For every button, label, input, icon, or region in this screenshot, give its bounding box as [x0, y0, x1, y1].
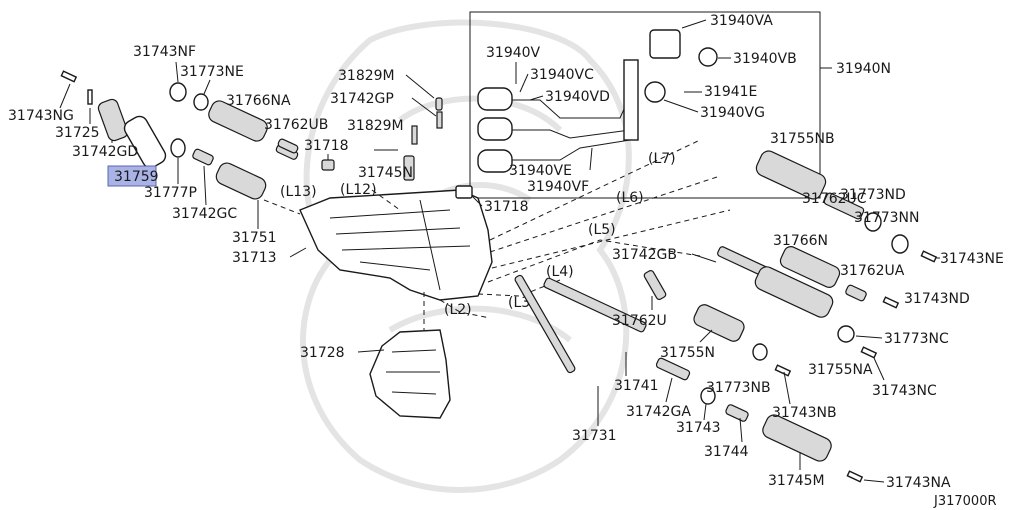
label-31773NN: 31773NN [854, 210, 919, 226]
label-31940VA: 31940VA [710, 13, 773, 29]
leader-31744 [739, 417, 743, 443]
label-31718-right: 31718 [484, 199, 529, 215]
label-31940VC: 31940VC [530, 67, 594, 83]
label-31762UC: 31762UC [802, 191, 867, 207]
label-31773ND: 31773ND [840, 187, 906, 203]
leader-31940VA [681, 19, 707, 29]
label-31766NA: 31766NA [226, 93, 291, 109]
label-31743: 31743 [676, 420, 721, 436]
leader-31743 [703, 403, 707, 421]
label-31773NB: 31773NB [706, 380, 771, 396]
leader-31713 [289, 247, 307, 258]
label-31728: 31728 [300, 345, 345, 361]
location-L4: (L4) [546, 264, 574, 280]
label-31940VB: 31940VB [733, 51, 797, 67]
label-31940N: 31940N [836, 61, 891, 77]
label-31743NA: 31743NA [886, 475, 951, 491]
leader-31742GC [203, 165, 207, 206]
label-31742GC: 31742GC [172, 206, 237, 222]
label-31940VF: 31940VF [527, 179, 589, 195]
location-L7: (L7) [648, 151, 676, 167]
right-parts [514, 150, 938, 483]
label-31755N: 31755N [660, 345, 715, 361]
separator-plate-holes [386, 349, 440, 395]
leader-31742GA [665, 377, 673, 403]
highlight-31759[interactable] [107, 165, 157, 187]
label-31742GA: 31742GA [626, 404, 691, 420]
label-31829M-mid: 31829M [347, 118, 404, 134]
label-31762UB: 31762UB [264, 117, 328, 133]
location-L13: (L13) [280, 184, 317, 200]
valve-body-passages [329, 199, 471, 291]
leader-31829M-top [405, 74, 435, 99]
leader-31773NE [203, 79, 211, 95]
label-31743NF: 31743NF [133, 44, 196, 60]
leader-31728 [357, 349, 385, 353]
label-31766N: 31766N [773, 233, 828, 249]
label-31741: 31741 [614, 378, 659, 394]
label-31777P: 31777P [144, 185, 197, 201]
label-31940VE: 31940VE [509, 163, 572, 179]
label-31713: 31713 [232, 250, 277, 266]
label-31743NC: 31743NC [872, 383, 937, 399]
label-31940VD: 31940VD [545, 89, 610, 105]
leader-31940VC [519, 73, 529, 93]
leader-31742GB [691, 253, 717, 263]
location-L6: (L6) [616, 190, 644, 206]
label-31742GP: 31742GP [330, 91, 394, 107]
label-31743NG: 31743NG [8, 108, 74, 124]
location-L5: (L5) [588, 222, 616, 238]
label-31745N: 31745N [358, 165, 413, 181]
label-31762UA: 31762UA [840, 263, 905, 279]
control-valve-body [299, 189, 493, 301]
leader-31743NC [873, 357, 885, 381]
solenoid-assembly-box [469, 11, 821, 199]
leader-31743NG [59, 83, 71, 109]
leader-31940VG [663, 99, 699, 113]
left-parts [60, 70, 299, 200]
leader-31742GP [411, 97, 437, 117]
location-dashes [263, 139, 731, 319]
solenoid-31940V-group [477, 87, 631, 173]
leader-31718-right [471, 195, 483, 207]
label-31743NE: 31743NE [940, 251, 1004, 267]
label-31773NC: 31773NC [884, 331, 949, 347]
label-31940V: 31940V [486, 45, 541, 61]
leader-31940VF [589, 147, 593, 171]
label-31743ND: 31743ND [904, 291, 970, 307]
label-31751: 31751 [232, 230, 277, 246]
leader-31773NC [855, 335, 883, 339]
label-31941E: 31941E [704, 84, 757, 100]
label-31755NA: 31755NA [808, 362, 873, 378]
leader-31743NB [783, 371, 791, 405]
label-31731: 31731 [572, 428, 617, 444]
location-L12: (L12) [340, 182, 377, 198]
separator-plate [369, 329, 451, 419]
label-31940VG: 31940VG [700, 105, 765, 121]
label-31755NB: 31755NB [770, 131, 835, 147]
label-31744: 31744 [704, 444, 749, 460]
label-31745M: 31745M [768, 473, 825, 489]
solenoid-harness [623, 29, 718, 141]
location-L2: (L2) [444, 302, 472, 318]
leader-31755N [699, 329, 713, 343]
label-31742GB: 31742GB [612, 247, 677, 263]
label-31743NB: 31743NB [772, 405, 837, 421]
label-31742GD: 31742GD [72, 144, 138, 160]
label-31759[interactable]: 31759 [114, 169, 159, 185]
leader-31743NA [863, 479, 885, 483]
center-small-parts [277, 97, 473, 199]
label-31725: 31725 [55, 125, 100, 141]
leader-31940VD [529, 95, 544, 101]
label-31718-left: 31718 [304, 138, 349, 154]
label-31762U: 31762U [612, 313, 667, 329]
reference-code: J317000R [933, 494, 997, 509]
label-31829M-top: 31829M [338, 68, 395, 84]
label-31773NE: 31773NE [180, 64, 244, 80]
leader-31743NF [175, 61, 179, 83]
